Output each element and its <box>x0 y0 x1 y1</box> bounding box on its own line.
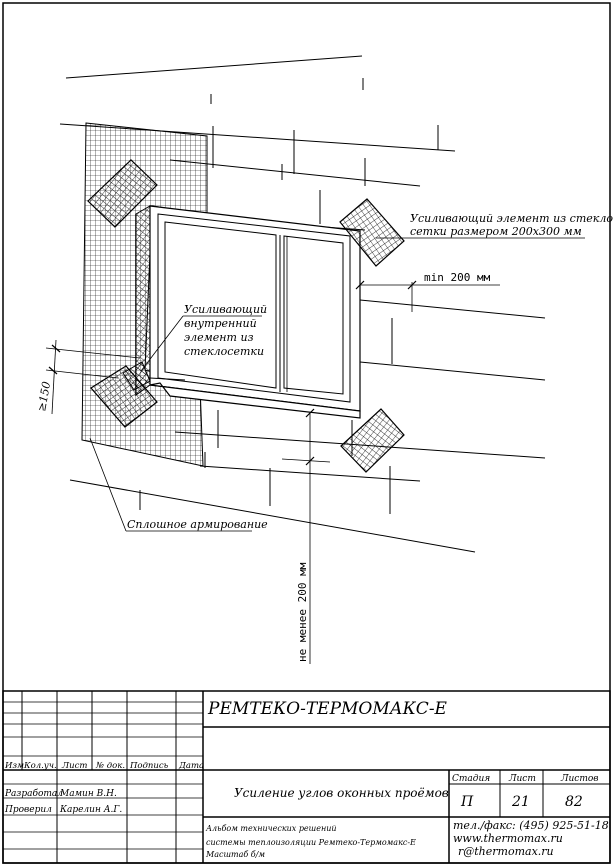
dimension-min-200 <box>355 280 500 312</box>
sheet-title: Усиление углов оконных проёмов <box>234 786 449 800</box>
company-name: РЕМТЕКО-ТЕРМОМАКС-Е <box>207 699 448 719</box>
col-header-doc-no: № док. <box>95 761 125 771</box>
album-line2: системы теплоизоляции Ремтеко-Термомакс-… <box>206 838 416 847</box>
inner-mesh-line4: стеклосетки <box>184 345 264 358</box>
mesh-patch-bottom-right <box>340 408 405 473</box>
dim-min-200-label: min 200 мм <box>424 271 491 284</box>
dim-150-label: ≥150 <box>35 381 53 413</box>
callout-full-reinforcement: Сплошное армирование <box>89 437 268 532</box>
callout-outer-mesh: Усиливающий элемент из стекло- сетки раз… <box>376 212 613 239</box>
sheets-value: 82 <box>565 794 583 810</box>
outer-mesh-line2: сетки размером 200х300 мм <box>410 225 582 238</box>
full-reinforcement-label: Сплошное армирование <box>127 518 268 531</box>
inner-corner-mesh <box>122 361 151 391</box>
outer-mesh-line1: Усиливающий элемент из стекло- <box>410 212 613 225</box>
col-header-izm: Изм <box>4 761 24 771</box>
mesh-patch-top-left <box>87 159 158 228</box>
dim-not-less-200-label: не менее 200 мм <box>296 562 309 662</box>
revision-column-headers: Изм Кол.уч. Лист № док. Подпись Дата <box>4 761 204 771</box>
checked-name: Карелин А.Г. <box>59 805 122 815</box>
mesh-patch-right-top <box>339 198 405 267</box>
inner-mesh-line3: элемент из <box>184 331 254 344</box>
title-block <box>2 690 611 864</box>
mesh-patch-bottom-left <box>90 365 158 428</box>
album-line3: Масштаб б/м <box>205 850 265 859</box>
developed-label: Разработал <box>4 788 63 799</box>
stage-label: Стадия <box>452 774 490 784</box>
col-header-kol-uch: Кол.уч. <box>23 761 57 771</box>
dimension-not-less-200 <box>281 408 331 664</box>
contact-email: r@thermomax.ru <box>458 845 554 858</box>
sheet-label: Лист <box>508 774 536 784</box>
contact-phone: тел./факс: (495) 925-51-18 <box>453 819 609 832</box>
col-header-date: Дата <box>178 761 204 771</box>
album-line1: Альбом технических решений <box>205 824 337 833</box>
col-header-signature: Подпись <box>129 761 169 771</box>
sheets-label: Листов <box>560 774 599 784</box>
inner-mesh-line1: Усиливающий <box>184 303 267 316</box>
sheet-value: 21 <box>511 794 530 810</box>
inner-mesh-line2: внутренний <box>184 317 257 330</box>
checked-label: Проверил <box>4 805 52 815</box>
window <box>135 205 361 419</box>
col-header-list: Лист <box>61 761 87 771</box>
callout-inner-mesh: Усиливающий внутренний элемент из стекло… <box>140 303 267 372</box>
stage-value: П <box>460 794 474 810</box>
developed-name: Мамин В.Н. <box>59 789 117 799</box>
contact-site: www.thermomax.ru <box>453 832 563 845</box>
dimension-150 <box>45 339 141 415</box>
